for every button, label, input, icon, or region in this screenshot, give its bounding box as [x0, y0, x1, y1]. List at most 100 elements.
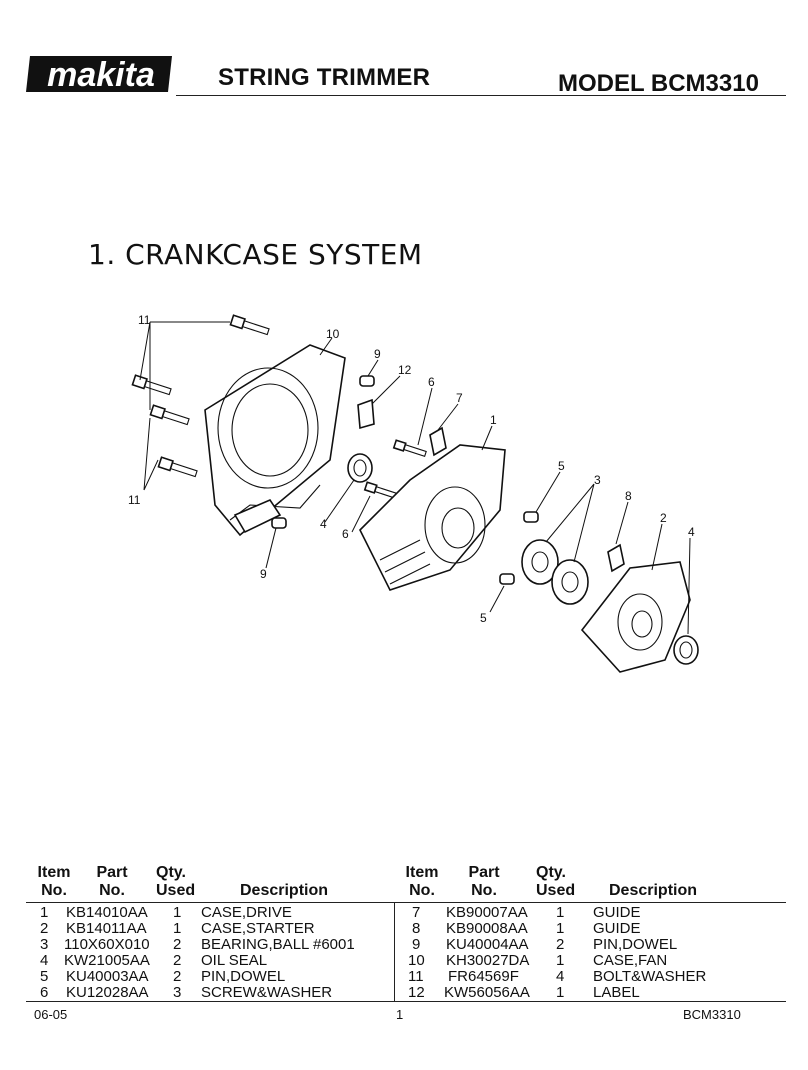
- description: PIN,DOWEL: [201, 968, 286, 985]
- ball-bearing-part: [521, 539, 559, 585]
- footer-date: 06-05: [34, 1007, 68, 1022]
- item-number: 8: [412, 920, 421, 937]
- item-number: 10: [408, 952, 425, 969]
- callout-label: 11: [128, 493, 141, 507]
- table-header-item: Item No.: [402, 864, 442, 900]
- table-header-part: Part No.: [464, 864, 504, 900]
- part-number: KB90007AA: [446, 904, 528, 921]
- dowel-pin-part: [271, 517, 287, 529]
- description: CASE,DRIVE: [201, 904, 292, 921]
- header-text: Qty.: [156, 864, 186, 881]
- starter-case-part: [580, 561, 691, 673]
- header-text: Part: [468, 864, 500, 881]
- callout-label: 4: [688, 525, 695, 539]
- part-number: KW56056AA: [444, 984, 530, 1001]
- item-number: 3: [40, 936, 49, 953]
- document-title: STRING TRIMMER: [218, 64, 431, 91]
- description: CASE,STARTER: [201, 920, 315, 937]
- callout-label: 12: [398, 363, 412, 377]
- description: GUIDE: [593, 920, 641, 937]
- callout-label: 10: [326, 327, 340, 341]
- section-title: 1. CRANKCASE SYSTEM: [88, 238, 423, 271]
- item-number: 7: [412, 904, 421, 921]
- callout-label: 11: [138, 313, 151, 327]
- quantity: 1: [173, 904, 182, 921]
- description: BEARING,BALL #6001: [201, 936, 355, 953]
- quantity: 1: [556, 920, 565, 937]
- callout-label: 5: [558, 459, 565, 473]
- table-header-qty: Qty. Used: [156, 864, 202, 900]
- description: OIL SEAL: [201, 952, 268, 969]
- quantity: 1: [556, 952, 565, 969]
- quantity: 4: [556, 968, 565, 985]
- callout-label: 6: [342, 527, 349, 541]
- item-number: 2: [40, 920, 49, 937]
- table-header-description: Description: [609, 882, 698, 899]
- dowel-pin-part: [499, 573, 515, 585]
- part-number: KB14011AA: [66, 920, 147, 937]
- item-number: 9: [412, 936, 421, 953]
- part-number: KU40003AA: [66, 968, 149, 985]
- quantity: 2: [556, 936, 565, 953]
- dowel-pin-part: [359, 375, 375, 387]
- drive-case-part: [359, 444, 506, 591]
- dowel-pin-part: [523, 511, 539, 523]
- logo-text: makita: [47, 56, 155, 94]
- item-number: 4: [40, 952, 49, 969]
- callout-label: 6: [428, 375, 435, 389]
- callout-label: 4: [320, 517, 327, 531]
- oil-seal-part: [673, 635, 699, 665]
- part-number: FR64569F: [448, 968, 519, 985]
- header-text: Qty.: [536, 864, 566, 881]
- item-number: 5: [40, 968, 49, 985]
- footer-model-code: BCM3310: [683, 1007, 741, 1022]
- callout-label: 5: [480, 611, 487, 625]
- part-number: KH30027DA: [446, 952, 530, 969]
- item-number: 6: [40, 984, 49, 1001]
- header-text: No.: [99, 882, 125, 899]
- header-text: Used: [156, 882, 196, 899]
- callout-label: 3: [594, 473, 601, 487]
- item-number: 11: [408, 968, 424, 985]
- table-divider: [26, 902, 786, 903]
- header-text: No.: [471, 882, 497, 899]
- table-header-part: Part No.: [92, 864, 132, 900]
- header-text: Item: [405, 864, 439, 881]
- part-number: KW21005AA: [64, 952, 150, 969]
- part-number: 110X60X010: [64, 936, 150, 953]
- header-text: Part: [96, 864, 128, 881]
- description: GUIDE: [593, 904, 641, 921]
- item-number: 12: [408, 984, 425, 1001]
- description: BOLT&WASHER: [593, 968, 707, 985]
- table-header-item: Item No.: [34, 864, 74, 900]
- quantity: 2: [173, 936, 182, 953]
- item-number: 1: [40, 904, 49, 921]
- part-number: KU12028AA: [66, 984, 149, 1001]
- quantity: 1: [556, 904, 565, 921]
- footer-page-number: 1: [396, 1007, 404, 1022]
- guide-part: [607, 543, 625, 573]
- screw-washer-part: [392, 439, 427, 457]
- header-text: Item: [37, 864, 71, 881]
- model-number: MODEL BCM3310: [558, 70, 759, 97]
- description: SCREW&WASHER: [201, 984, 333, 1001]
- description: PIN,DOWEL: [593, 936, 678, 953]
- table-header-qty: Qty. Used: [536, 864, 582, 900]
- diagram-callouts: 11 10 9 12 6 7 1 11 4 6 5 3 8 2 4 9 5: [128, 313, 695, 625]
- description: CASE,FAN: [593, 952, 668, 969]
- oil-seal-part: [347, 453, 373, 483]
- quantity: 1: [556, 984, 565, 1001]
- callout-label: 7: [456, 391, 463, 405]
- label-part: [357, 398, 375, 430]
- quantity: 3: [173, 984, 182, 1001]
- header-text: No.: [409, 882, 435, 899]
- quantity: 1: [173, 920, 182, 937]
- exploded-parts-diagram: 11 10 9 12 6 7 1 11 4 6 5 3 8 2 4 9 5: [128, 313, 699, 673]
- header-text: Used: [536, 882, 576, 899]
- fan-case-part: [204, 344, 346, 537]
- part-number: KB90008AA: [446, 920, 528, 937]
- part-number: KB14010AA: [66, 904, 148, 921]
- header-divider: [176, 95, 786, 96]
- part-number: KU40004AA: [446, 936, 529, 953]
- callout-label: 8: [625, 489, 632, 503]
